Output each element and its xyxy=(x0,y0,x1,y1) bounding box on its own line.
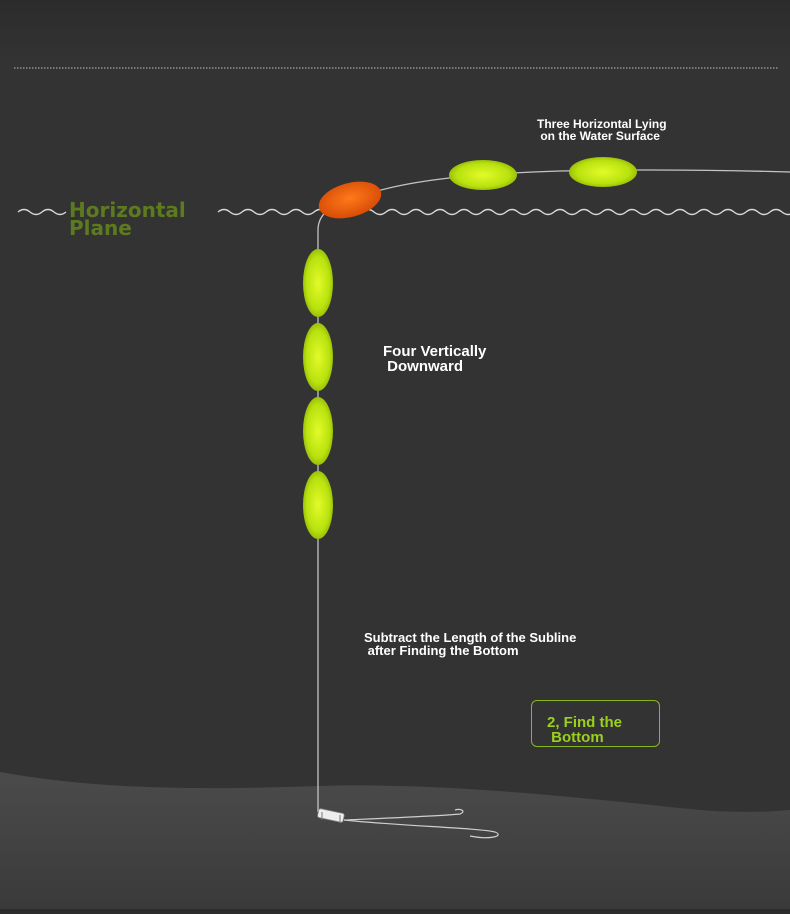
float-vertical-3 xyxy=(303,397,333,465)
float-horizontal-1 xyxy=(449,160,517,190)
label-three-horizontal: Three Horizontal Lying on the Water Surf… xyxy=(537,117,667,143)
float-horizontal-2 xyxy=(569,157,637,187)
label-four-vertical: Four Vertically Downward xyxy=(383,343,487,375)
label-horizontal-plane: Horizontal Plane xyxy=(69,198,186,240)
sea-bottom xyxy=(0,772,790,909)
step-badge: 2, Find the Bottom xyxy=(531,700,660,747)
float-vertical-1 xyxy=(303,249,333,317)
step-badge-label: 2, Find the Bottom xyxy=(547,714,622,746)
float-vertical-4 xyxy=(303,471,333,539)
water-surface-line xyxy=(17,208,790,216)
subline xyxy=(343,819,499,839)
label-subtract-subline: Subtract the Length of the Subline after… xyxy=(364,630,577,658)
float-orange xyxy=(318,181,382,219)
hook-swivel xyxy=(317,808,345,823)
fishing-line-surface xyxy=(349,169,790,201)
float-vertical-2 xyxy=(303,323,333,391)
subline-2 xyxy=(343,808,464,821)
